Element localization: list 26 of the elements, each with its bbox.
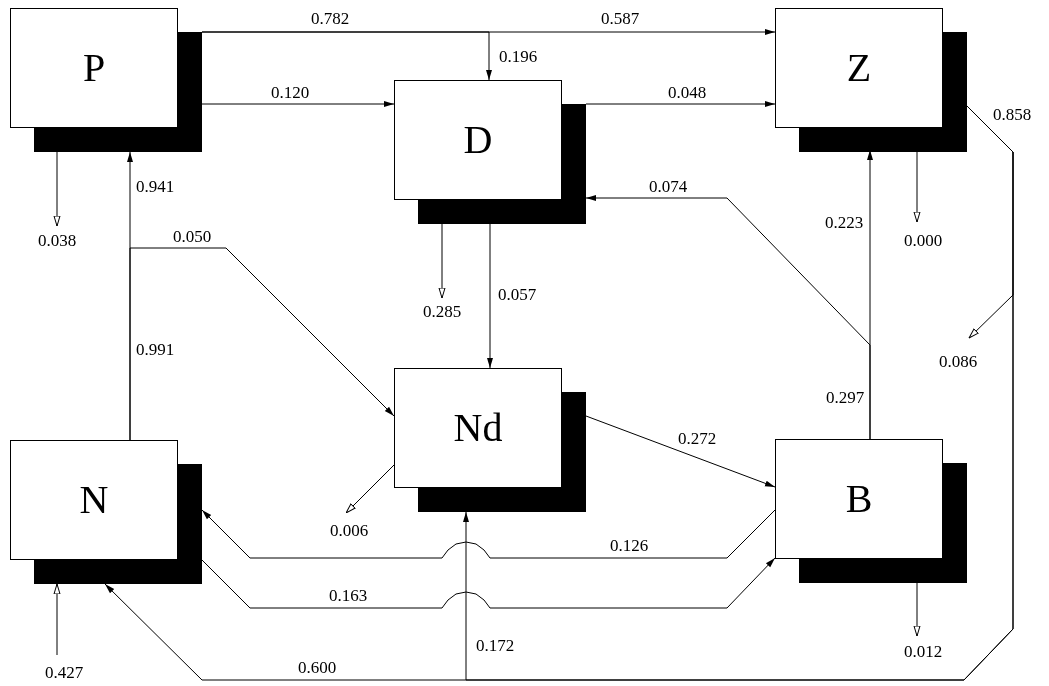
node-label: B	[845, 479, 873, 519]
arrow	[201, 557, 776, 609]
arrow	[53, 151, 61, 227]
state-box	[10, 8, 202, 152]
state-box	[775, 439, 967, 583]
node-label: P	[82, 48, 106, 88]
arrow	[345, 464, 395, 514]
arrow	[487, 223, 493, 369]
state-box	[394, 80, 586, 224]
arrow	[201, 101, 395, 107]
arrow	[585, 195, 871, 440]
state-box	[394, 368, 586, 512]
arrow	[585, 101, 776, 107]
node-label: D	[463, 120, 493, 160]
node-label: Nd	[453, 408, 503, 448]
arrow	[201, 509, 776, 559]
state-box	[775, 8, 967, 152]
arrow	[201, 31, 492, 81]
arrow	[53, 583, 61, 656]
arrow	[585, 415, 776, 488]
arrow	[438, 223, 446, 299]
node-label: N	[79, 480, 109, 520]
arrow	[913, 581, 921, 637]
state-box	[10, 440, 202, 584]
node-label: Z	[846, 48, 872, 88]
arrow	[129, 247, 395, 441]
